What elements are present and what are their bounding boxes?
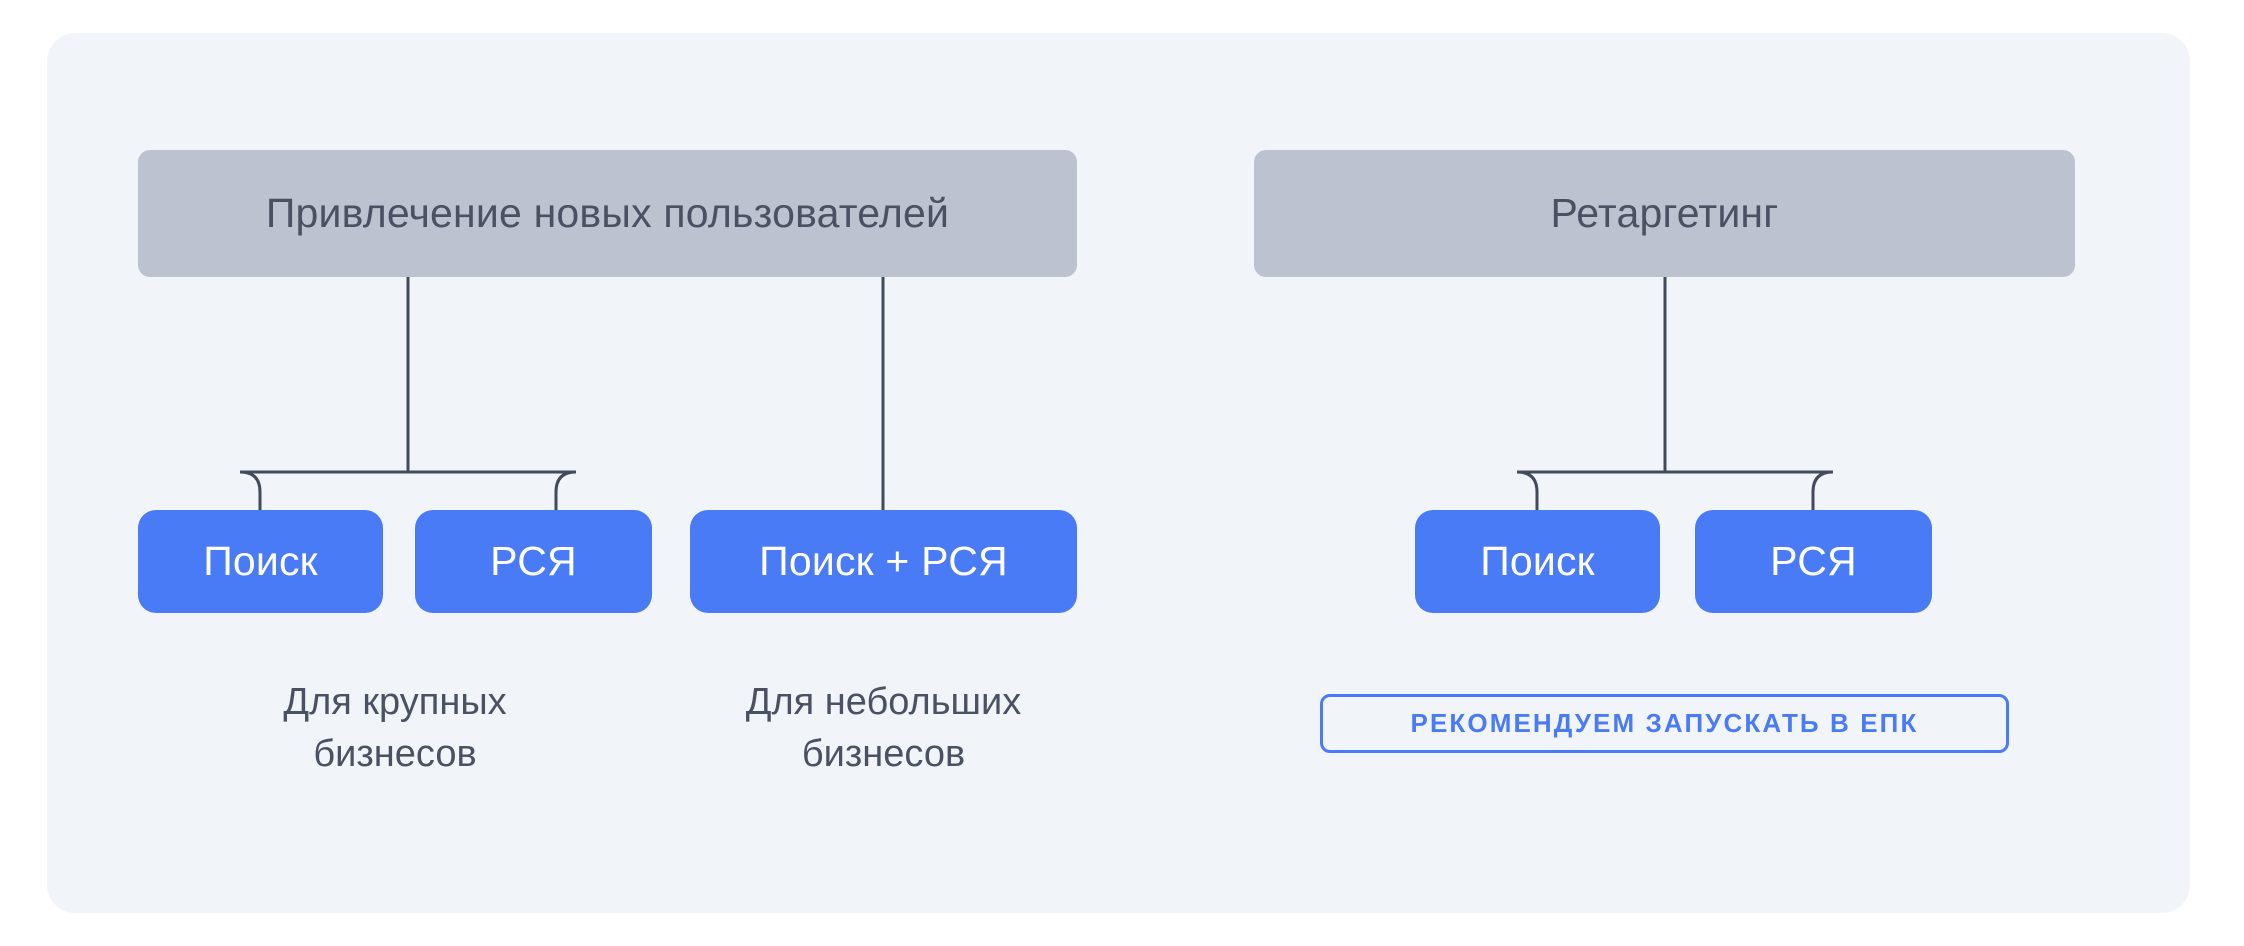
caption-small-businesses: Для небольших бизнесов bbox=[745, 681, 1022, 775]
group-header-acquisition[interactable]: Привлечение новых пользователей bbox=[138, 150, 1077, 277]
group-header-retargeting[interactable]: Ретаргетинг bbox=[1254, 150, 2075, 277]
channel-retargeting-search[interactable]: Поиск bbox=[1415, 510, 1660, 613]
channel-retargeting-rsya[interactable]: РСЯ bbox=[1695, 510, 1932, 613]
channel-acquisition-rsya[interactable]: РСЯ bbox=[415, 510, 652, 613]
caption-large-businesses: Для крупных бизнесов bbox=[283, 681, 507, 775]
badge-recommendation-epk[interactable]: РЕКОМЕНДУЕМ ЗАПУСКАТЬ В ЕПК bbox=[1320, 694, 2009, 753]
channel-acquisition-search[interactable]: Поиск bbox=[138, 510, 383, 613]
channel-acquisition-search-plus-rsya[interactable]: Поиск + РСЯ bbox=[690, 510, 1077, 613]
